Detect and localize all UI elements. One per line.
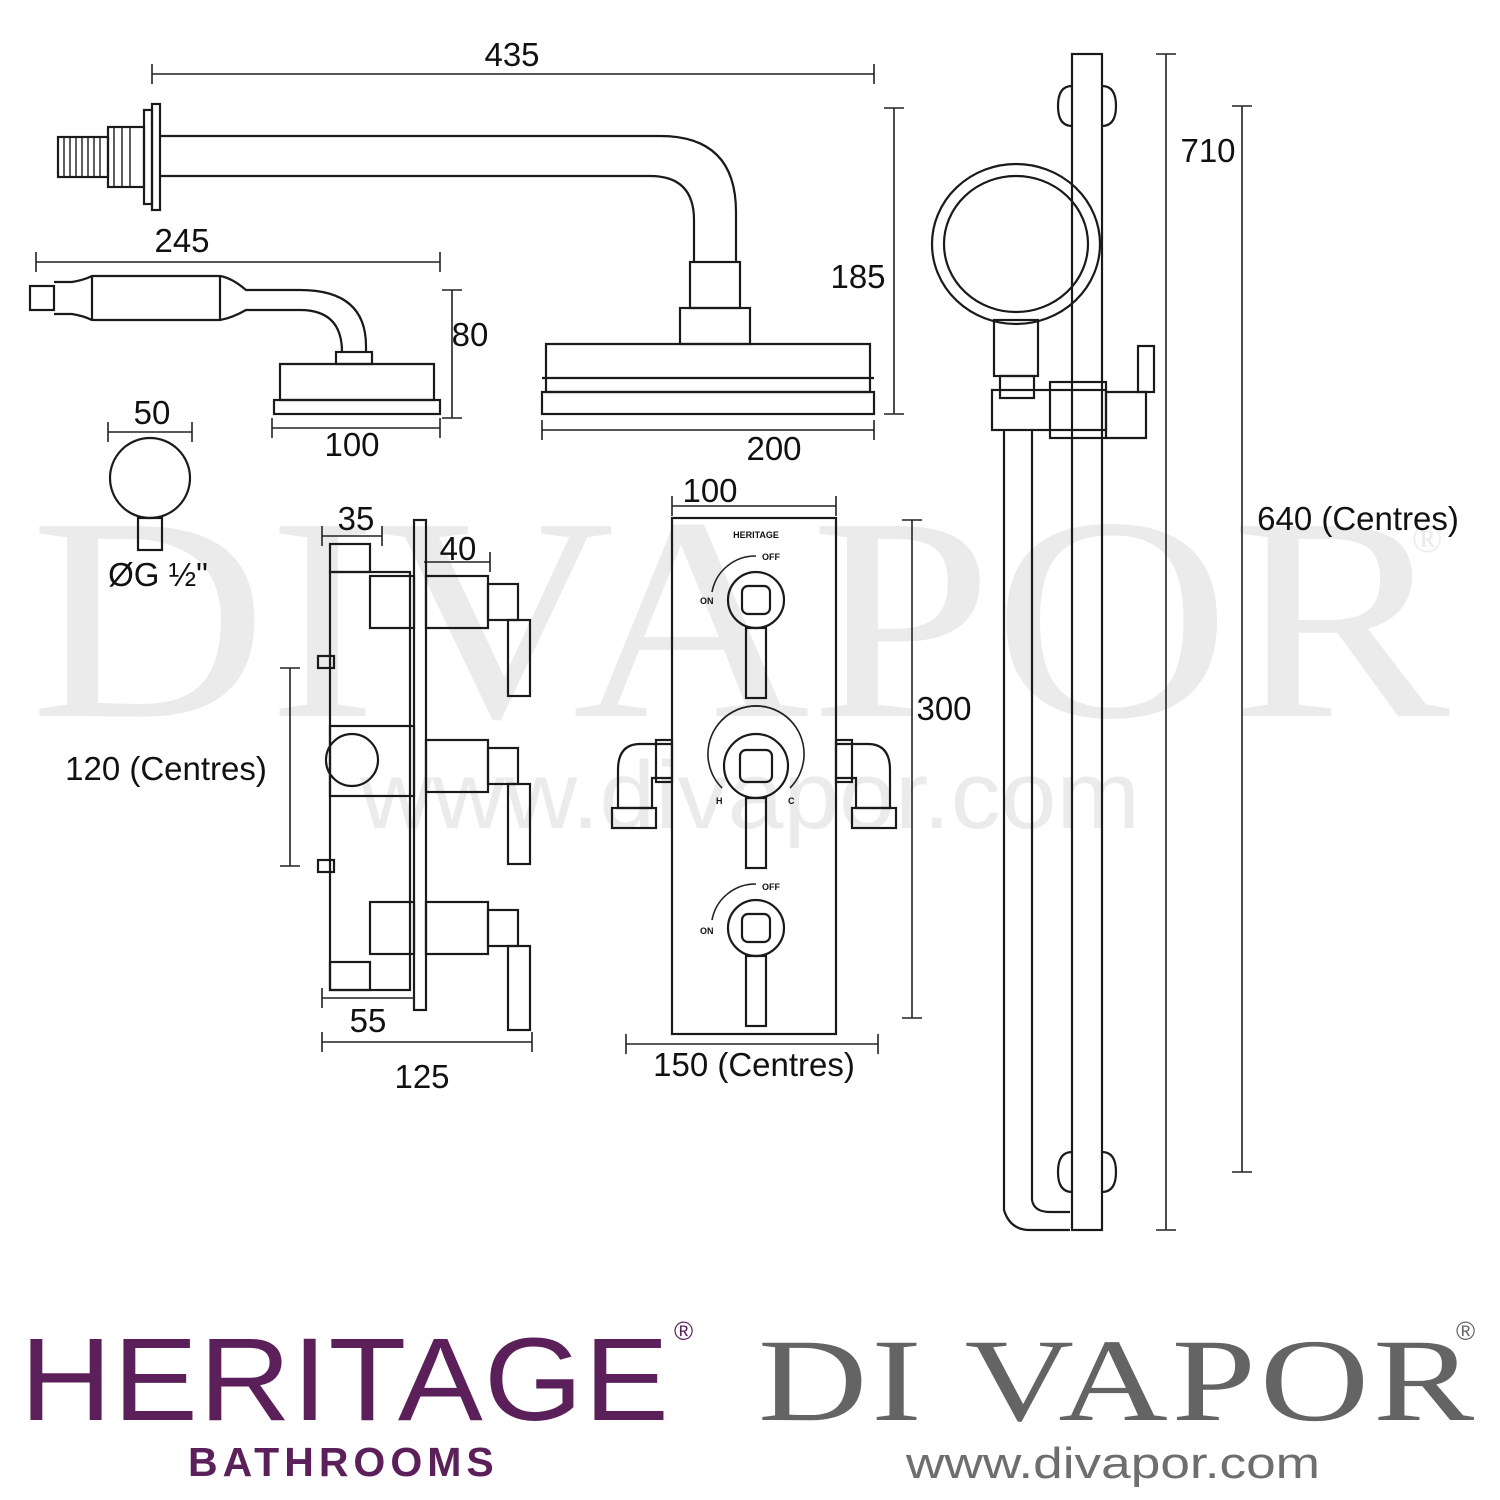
dim-inlet-centres: 150 (Centres) bbox=[653, 1046, 855, 1083]
dim-valve-depth-a: 35 bbox=[338, 500, 375, 537]
dim-riser-length: 710 bbox=[1180, 132, 1235, 169]
dim-riser-centres: 640 (Centres) bbox=[1257, 500, 1459, 537]
watermark-text: DIVAPOR bbox=[30, 458, 1452, 779]
dim-arm-length: 435 bbox=[484, 36, 539, 73]
divapor-registered: ® bbox=[1456, 1316, 1475, 1346]
top-off-label: OFF bbox=[762, 552, 780, 562]
divapor-logo: DI VAPOR bbox=[758, 1315, 1478, 1446]
dim-elbow-diameter: 50 bbox=[134, 394, 171, 431]
plate-brand: HERITAGE bbox=[733, 530, 779, 540]
heritage-registered: ® bbox=[674, 1316, 693, 1346]
bottom-off-label: OFF bbox=[762, 882, 780, 892]
wall-elbow: 50 ØG ½" bbox=[107, 394, 208, 593]
valve-side-view: 35 40 120 (Centres) bbox=[65, 500, 533, 1095]
heritage-logo: HERITAGE bbox=[20, 1314, 670, 1446]
brand-footer: HERITAGE ® BATHROOMS DI VAPOR ® www.diva… bbox=[20, 1314, 1478, 1488]
hot-label: H bbox=[716, 796, 723, 806]
watermark-registered: ® bbox=[1412, 516, 1442, 561]
overhead-shower-assembly: 435 200 185 bbox=[56, 36, 904, 467]
valve-front-view: 100 HERITAGE OFF ON H C OFF ON bbox=[610, 472, 972, 1083]
dim-plate-width: 100 bbox=[682, 472, 737, 509]
dim-plate-height: 300 bbox=[916, 690, 971, 727]
riser-rail-assembly: 710 640 (Centres) bbox=[930, 52, 1459, 1232]
dim-elbow-thread: ØG ½" bbox=[108, 556, 208, 593]
dim-valve-depth-b: 40 bbox=[440, 530, 477, 567]
small-head-assembly: 245 100 80 bbox=[28, 222, 489, 463]
dim-small-head-height: 80 bbox=[452, 316, 489, 353]
dim-small-arm-length: 245 bbox=[154, 222, 209, 259]
watermark-url: www.divapor.com bbox=[359, 742, 1140, 849]
bottom-on-label: ON bbox=[700, 926, 714, 936]
heritage-subtitle: BATHROOMS bbox=[188, 1439, 499, 1485]
dim-small-head-width: 100 bbox=[324, 426, 379, 463]
dim-valve-total-depth: 125 bbox=[394, 1058, 449, 1095]
top-on-label: ON bbox=[700, 596, 714, 606]
dim-valve-depth-c: 55 bbox=[350, 1002, 387, 1039]
divapor-url: www.divapor.com bbox=[905, 1439, 1320, 1488]
dim-large-head-width: 200 bbox=[746, 430, 801, 467]
dim-arm-drop: 185 bbox=[830, 258, 885, 295]
watermark: DIVAPOR ® www.divapor.com bbox=[30, 458, 1452, 849]
dim-valve-centres: 120 (Centres) bbox=[65, 750, 267, 787]
cold-label: C bbox=[788, 796, 795, 806]
